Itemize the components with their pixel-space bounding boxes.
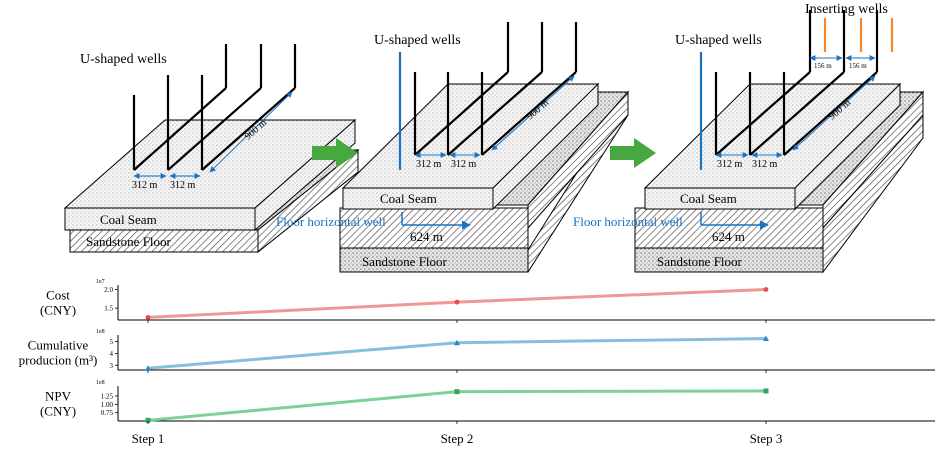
chart-x-tick-label: Step 1	[132, 431, 165, 446]
chart-data-point	[454, 299, 460, 305]
chart-y-tick-label: 1.25	[101, 393, 114, 401]
step3-inserting-wells	[823, 18, 894, 52]
chart-x-tick-label: Step 2	[441, 431, 474, 446]
step3-inserting-label: Inserting wells	[805, 2, 888, 17]
step2-floor-label: Sandstone Floor	[362, 254, 448, 269]
chart-scale-label: 1e8	[96, 380, 105, 386]
chart-data-point	[454, 389, 460, 395]
step3-seam-label: Coal Seam	[680, 191, 737, 206]
step-metrics-charts: 1.52.01e7Cost(CNY)3451e8Cumulativeproduc…	[19, 279, 935, 446]
chart-y-tick-label: 0.75	[101, 409, 114, 417]
step2-spacing-label-2: 312 m	[451, 159, 477, 170]
step3-diagram: Inserting wells U-shaped wells 156 m 156…	[573, 2, 925, 274]
step3-wells-label: U-shaped wells	[675, 33, 762, 48]
chart-y-label: producion (m³)	[19, 353, 98, 368]
chart-data-point	[145, 314, 151, 320]
chart-y-tick-label: 4	[110, 350, 114, 358]
step2-wells-label: U-shaped wells	[374, 33, 461, 48]
chart-y-label: NPV	[45, 389, 72, 404]
chart-y-tick-label: 1.00	[101, 401, 114, 409]
chart-y-label: Cumulative	[28, 338, 89, 353]
chart-y-tick-label: 5	[110, 338, 114, 346]
step-arrow-2	[610, 138, 656, 168]
chart-x-tick-label: Step 3	[750, 431, 783, 446]
step2-length-arrow	[491, 75, 575, 151]
step1-floor-side	[257, 148, 359, 254]
chart-y-tick-label: 1.5	[104, 305, 113, 313]
step3-spacing-label-1: 312 m	[717, 159, 743, 170]
step-arrow-1	[312, 138, 358, 168]
step3-floor-well-label: Floor horizontal well	[573, 214, 683, 229]
step3-insert-label-1: 156 m	[814, 62, 832, 70]
step3-floor-label: Sandstone Floor	[657, 254, 743, 269]
chart-y-label: (CNY)	[40, 303, 76, 318]
step2-diagram: U-shaped wells 900 m 312 m 312 m Coal Se…	[276, 22, 630, 273]
chart-scale-label: 1e8	[96, 329, 105, 335]
step1-seam-front	[64, 207, 256, 231]
chart-data-point	[145, 417, 151, 423]
step1-seam-label: Coal Seam	[100, 212, 157, 227]
step1-length-arrow	[209, 91, 293, 173]
step1-floor-label: Sandstone Floor	[86, 234, 172, 249]
step2-floor-well-length: 624 m	[410, 229, 443, 244]
chart-data-point	[145, 365, 151, 371]
chart-y-tick-label: 3	[110, 362, 114, 370]
chart-scale-label: 1e7	[96, 279, 105, 285]
step3-spacing-label-2: 312 m	[752, 159, 778, 170]
step1-spacing-label-1: 312 m	[132, 180, 158, 191]
chart-data-point	[763, 287, 769, 292]
step3-floor-label-band	[634, 247, 824, 273]
step3-insert-label-2: 156 m	[849, 62, 867, 70]
step2-floor-well-label: Floor horizontal well	[276, 214, 386, 229]
chart-y-label: (CNY)	[40, 404, 76, 419]
step1-spacing-label-2: 312 m	[170, 180, 196, 191]
step3-length-arrow	[792, 75, 876, 151]
chart-series-line	[147, 389, 767, 422]
chart-data-point	[454, 339, 460, 346]
chart-y-tick-label: 2.0	[104, 286, 113, 294]
chart-data-point	[763, 388, 769, 394]
chart-y-label: Cost	[46, 288, 70, 303]
step2-seam-label: Coal Seam	[380, 191, 437, 206]
chart-data-point	[763, 335, 769, 342]
step2-floor-label-band	[339, 247, 529, 273]
step2-spacing-label-1: 312 m	[416, 159, 442, 170]
step3-floor-well-length: 624 m	[712, 229, 745, 244]
step1-wells-label: U-shaped wells	[80, 52, 167, 67]
